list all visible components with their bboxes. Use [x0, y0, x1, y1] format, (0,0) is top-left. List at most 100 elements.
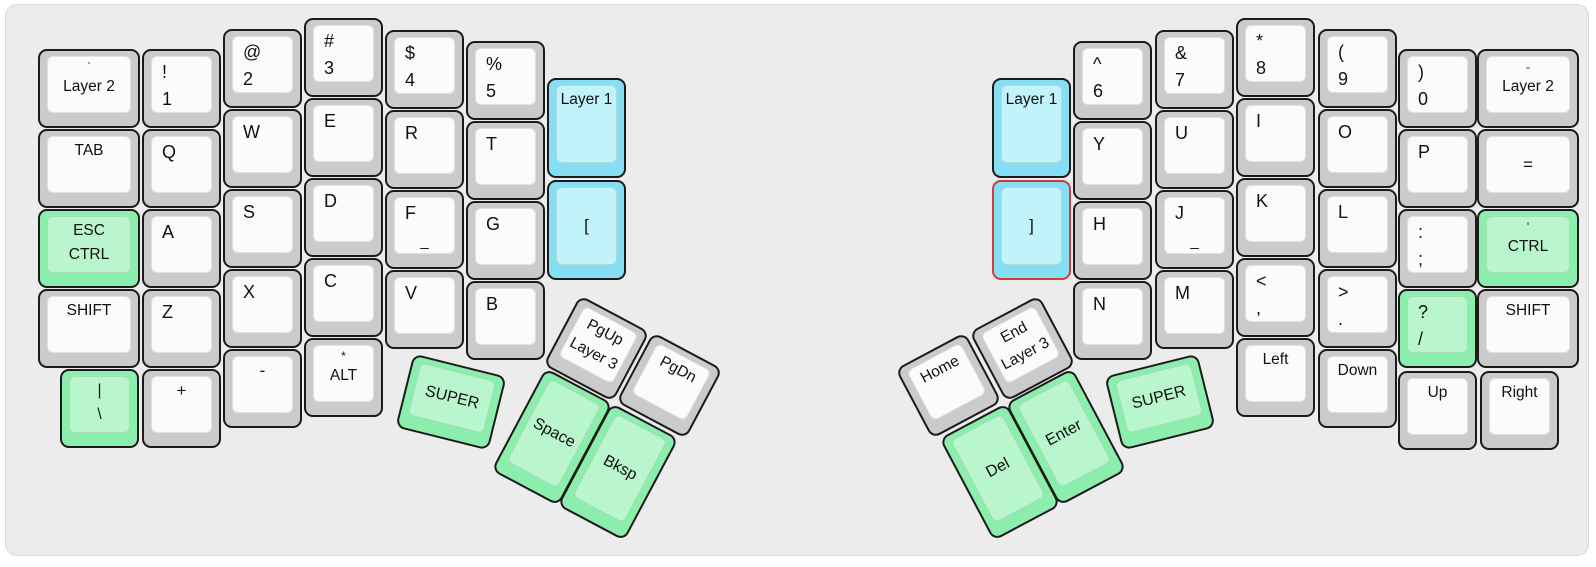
key-q[interactable]: Q [142, 129, 221, 208]
key-n[interactable]: N [1073, 281, 1152, 360]
key-ampersand-7[interactable]: &7 [1155, 30, 1234, 109]
key-arrow-down[interactable]: Down [1318, 349, 1397, 428]
key-o[interactable]: O [1318, 109, 1397, 188]
keycap-surface: @2 [232, 36, 293, 93]
key-label: Down [1337, 362, 1378, 379]
key-layer1-left[interactable]: Layer 1 [547, 78, 626, 178]
key-tab[interactable]: TAB [38, 129, 140, 208]
key-a[interactable]: A [142, 209, 221, 288]
key-label: ( [1338, 42, 1344, 62]
key-label: C [324, 271, 337, 291]
key-labels: X [233, 277, 292, 332]
homing-bump: _ [1190, 233, 1199, 250]
key-label: ] [1029, 216, 1034, 235]
key-label: Up [1427, 384, 1448, 401]
key-less-comma[interactable]: <, [1236, 258, 1315, 337]
key-super-left[interactable]: SUPER [395, 353, 507, 451]
keycap-surface: B [475, 288, 536, 345]
keycap-surface: 'CTRL [1486, 216, 1570, 273]
key-i[interactable]: I [1236, 98, 1315, 177]
key-grave-layer2[interactable]: `Layer 2 [38, 49, 140, 128]
keycap-surface: - [232, 356, 293, 413]
key-x[interactable]: X [223, 269, 302, 348]
key-c[interactable]: C [304, 258, 383, 337]
key-colon-semicolon[interactable]: :; [1398, 209, 1477, 288]
key-shift-right[interactable]: SHIFT [1477, 289, 1579, 368]
keycap-surface: %5 [475, 48, 536, 105]
key-label: SUPER [423, 382, 481, 413]
key-g[interactable]: G [466, 201, 545, 280]
key-pipe-backslash[interactable]: |\ [60, 369, 139, 448]
key-t[interactable]: T [466, 121, 545, 200]
key-k[interactable]: K [1236, 178, 1315, 257]
key-labels: F [395, 198, 454, 253]
key-label: , [1256, 298, 1262, 318]
key-z[interactable]: Z [142, 289, 221, 368]
key-s[interactable]: S [223, 189, 302, 268]
key-layer1-right[interactable]: Layer 1 [992, 78, 1071, 178]
key-minus[interactable]: - [223, 349, 302, 428]
key-labels: L [1328, 197, 1387, 252]
key-p[interactable]: P [1398, 129, 1477, 208]
key-labels: ] [1002, 188, 1061, 264]
keycap-surface: G [475, 208, 536, 265]
key-w[interactable]: W [223, 109, 302, 188]
key-equal[interactable]: = [1477, 129, 1579, 208]
key-caret-6[interactable]: ^6 [1073, 41, 1152, 120]
key-m[interactable]: M [1155, 270, 1234, 349]
key-u[interactable]: U [1155, 110, 1234, 189]
key-labels: SUPER [1116, 364, 1202, 433]
key-hash-3[interactable]: #3 [304, 18, 383, 97]
key-exclamation-1[interactable]: !1 [142, 49, 221, 128]
key-labels: B [476, 289, 535, 344]
key-greater-period[interactable]: >. [1318, 269, 1397, 348]
key-minus-layer2[interactable]: -Layer 2 [1477, 49, 1579, 128]
key-right-bracket[interactable]: ] [992, 180, 1071, 280]
key-quote-ctrl[interactable]: 'CTRL [1477, 209, 1579, 288]
keycap-surface: PgDn [631, 342, 712, 422]
key-arrow-up[interactable]: Up [1398, 371, 1477, 450]
key-label: J [1175, 203, 1184, 223]
key-arrow-left[interactable]: Left [1236, 338, 1315, 417]
key-asterisk-8[interactable]: *8 [1236, 18, 1315, 97]
key-labels: ?/ [1408, 297, 1467, 352]
keycap-surface: P [1407, 136, 1468, 193]
key-y[interactable]: Y [1073, 121, 1152, 200]
keycap-surface: Q [151, 136, 212, 193]
key-super-right[interactable]: SUPER [1104, 353, 1216, 451]
key-labels: @2 [233, 37, 292, 92]
key-label: % [486, 54, 503, 74]
key-v[interactable]: V [385, 270, 464, 349]
key-l[interactable]: L [1318, 189, 1397, 268]
keycap-surface: O [1327, 116, 1388, 173]
keycap-surface: |\ [69, 376, 130, 433]
key-arrow-right[interactable]: Right [1480, 371, 1559, 450]
key-left-bracket[interactable]: [ [547, 180, 626, 280]
key-d[interactable]: D [304, 178, 383, 257]
key-dollar-4[interactable]: $4 [385, 30, 464, 109]
key-at-2[interactable]: @2 [223, 29, 302, 108]
key-f[interactable]: F_ [385, 190, 464, 269]
key-labels: >. [1328, 277, 1387, 332]
key-label: 8 [1256, 58, 1267, 78]
key-r[interactable]: R [385, 110, 464, 189]
key-asterisk-alt[interactable]: *ALT [304, 338, 383, 417]
key-j[interactable]: J_ [1155, 190, 1234, 269]
key-label: X [243, 282, 256, 302]
key-percent-5[interactable]: %5 [466, 41, 545, 120]
key-e[interactable]: E [304, 98, 383, 177]
key-plus[interactable]: + [142, 369, 221, 448]
key-h[interactable]: H [1073, 201, 1152, 280]
key-paren-9[interactable]: (9 [1318, 29, 1397, 108]
keycap-surface: Home [906, 342, 987, 422]
key-shift-left[interactable]: SHIFT [38, 289, 140, 368]
keycap-surface: D [313, 185, 374, 242]
keycap-surface: Up [1407, 378, 1468, 435]
key-question-slash[interactable]: ?/ [1398, 289, 1477, 368]
key-paren-0[interactable]: )0 [1398, 49, 1477, 128]
key-b[interactable]: B [466, 281, 545, 360]
key-label: Z [162, 302, 173, 322]
